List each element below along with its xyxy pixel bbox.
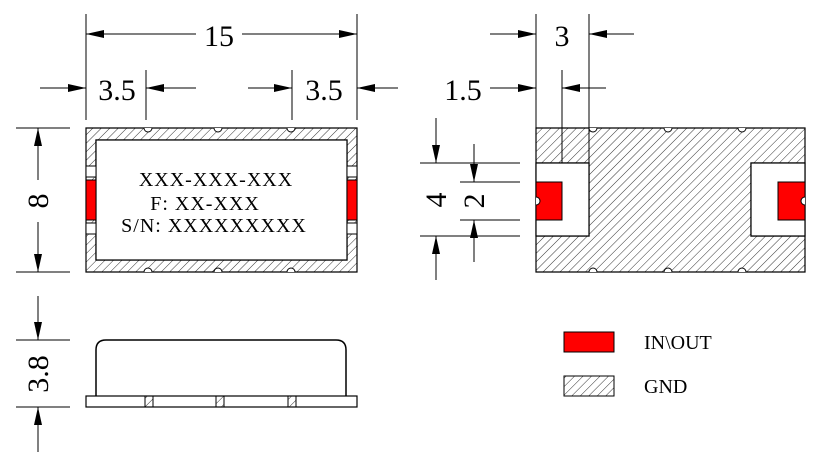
dim-overall-width-label: 15	[204, 20, 234, 53]
dim-bottom-pad-offset-label: 1.5	[444, 74, 482, 107]
legend-gnd-swatch	[563, 375, 615, 397]
legend-io-swatch	[563, 331, 615, 353]
dim-pad-pitch-outer-label: 4	[420, 193, 453, 208]
dim-pad-left: 3.5	[40, 70, 196, 120]
dim-pad-right: 3.5	[248, 70, 398, 120]
dim-overall-height-label: 8	[22, 194, 55, 209]
legend-gnd-label: GND	[644, 376, 687, 398]
legend: IN\OUT GND	[563, 331, 712, 398]
dim-pad-right-label: 3.5	[305, 74, 343, 107]
dim-pad-pitch-inner-label: 2	[458, 194, 491, 209]
serial-text: S/N: XXXXXXXXX	[121, 215, 307, 237]
top-view: XXX-XXX-XXX F: XX-XXX S/N: XXXXXXXXX	[85, 127, 358, 273]
top-view-io-pad-left	[85, 179, 97, 221]
frequency-text: F: XX-XXX	[150, 193, 260, 215]
dim-overall-height: 8	[16, 127, 70, 273]
dim-body-height-label: 3.8	[22, 355, 55, 393]
dim-body-height: 3.8	[16, 296, 70, 452]
part-number-text: XXX-XXX-XXX	[139, 169, 293, 191]
bottom-view	[535, 127, 806, 273]
dim-bottom-pad-width-label: 3	[555, 20, 570, 53]
dim-pad-pitch-outer: 4	[420, 118, 520, 280]
legend-io-label: IN\OUT	[644, 332, 712, 354]
dim-overall-width: 15	[85, 14, 358, 120]
side-view	[85, 339, 358, 408]
dim-pad-left-label: 3.5	[98, 74, 136, 107]
top-view-io-pad-right	[346, 179, 358, 221]
dim-pad-pitch-inner: 2	[458, 144, 520, 262]
side-view-body	[95, 339, 347, 396]
dim-bottom-pad-offset: 1.5	[444, 70, 606, 163]
dim-bottom-pad-width: 3	[490, 14, 634, 163]
